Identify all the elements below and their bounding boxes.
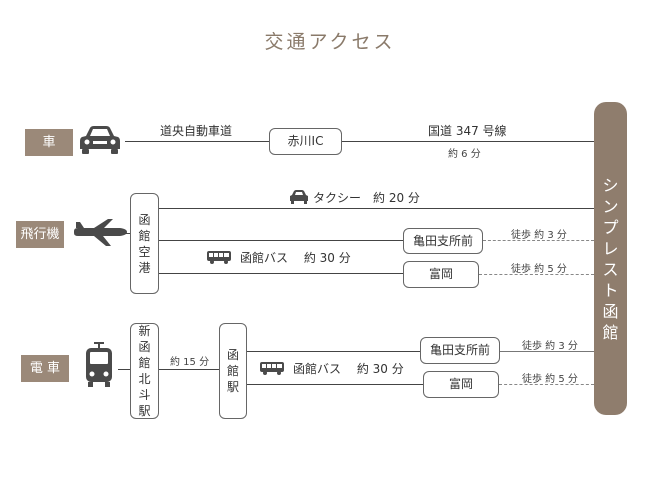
train-bus-label: 函館バス 約 30 分 <box>293 362 404 376</box>
station-char: 新 <box>138 324 151 338</box>
train-walk-time-1: 徒歩 約 3 分 <box>522 341 578 352</box>
taxi-icon <box>290 190 308 204</box>
page-title: 交通アクセス <box>264 31 396 53</box>
station-char: 函 <box>226 348 239 362</box>
airplane-icon <box>74 219 127 246</box>
train-stop2-box: 富岡 <box>423 371 499 398</box>
hakodate-station-box: 函 館 駅 <box>219 323 247 419</box>
train-walk-line-2 <box>499 384 594 385</box>
destination-char: 函 <box>602 301 619 321</box>
plane-bus-line-2 <box>159 273 403 274</box>
car-icon <box>80 126 120 154</box>
destination-bar: シ ン プ レ ス ト 函 館 <box>594 102 627 415</box>
destination-char: ス <box>602 259 619 279</box>
destination-char: プ <box>602 217 619 237</box>
train-connector-line <box>118 369 130 370</box>
train-walk-line-1 <box>500 351 594 352</box>
plane-walk-line-1 <box>483 240 594 241</box>
airport-char: 港 <box>138 260 151 275</box>
airport-char: 空 <box>138 244 151 259</box>
train-bus-line-2 <box>247 384 423 385</box>
airport-box: 函 館 空 港 <box>130 193 159 294</box>
ic-box: 赤川IC <box>269 128 342 155</box>
bus-icon <box>207 251 231 264</box>
station-char: 函 <box>138 340 151 354</box>
car-road1-label: 道央自動車道 <box>160 124 233 138</box>
destination-char: シ <box>602 175 619 195</box>
station-char: 北 <box>138 372 151 386</box>
car-time-label: 約 6 分 <box>448 149 481 160</box>
station-char: 館 <box>226 364 239 378</box>
plane-bus-label: 函館バス 約 30 分 <box>240 251 351 265</box>
station-char: 駅 <box>226 380 239 394</box>
car-road2-label: 国道 347 号線 <box>428 124 507 138</box>
train-icon <box>86 342 112 387</box>
plane-walk-line-2 <box>479 274 594 275</box>
train-badge: 電 車 <box>21 355 69 382</box>
plane-walk-time-1: 徒歩 約 3 分 <box>511 230 567 241</box>
plane-stop1-box: 亀田支所前 <box>403 228 483 254</box>
destination-char: ン <box>602 196 619 216</box>
train-bus-line-1 <box>247 351 420 352</box>
train-stop1-box: 亀田支所前 <box>420 337 500 364</box>
train-transfer-line <box>159 369 219 370</box>
destination-char: レ <box>602 238 619 258</box>
station-char: 斗 <box>138 388 151 402</box>
shin-hakodate-box: 新 函 館 北 斗 駅 <box>130 323 159 419</box>
plane-bus-line-1 <box>159 240 403 241</box>
train-walk-time-2: 徒歩 約 5 分 <box>522 374 578 385</box>
taxi-label: タクシー 約 20 分 <box>313 191 420 205</box>
car-badge: 車 <box>25 129 73 156</box>
plane-badge: 飛行機 <box>16 221 64 248</box>
airport-char: 館 <box>138 228 151 243</box>
plane-walk-time-2: 徒歩 約 5 分 <box>511 264 567 275</box>
plane-connector-line <box>125 233 130 234</box>
taxi-route-line <box>159 208 594 209</box>
airport-char: 函 <box>138 212 151 227</box>
car-route-line <box>125 141 594 142</box>
train-transfer-time: 約 15 分 <box>170 357 210 368</box>
destination-char: ト <box>602 280 619 300</box>
bus-icon <box>260 362 284 375</box>
destination-char: 館 <box>602 322 619 342</box>
station-char: 館 <box>138 356 151 370</box>
plane-stop2-box: 富岡 <box>403 261 479 288</box>
station-char: 駅 <box>138 404 151 418</box>
